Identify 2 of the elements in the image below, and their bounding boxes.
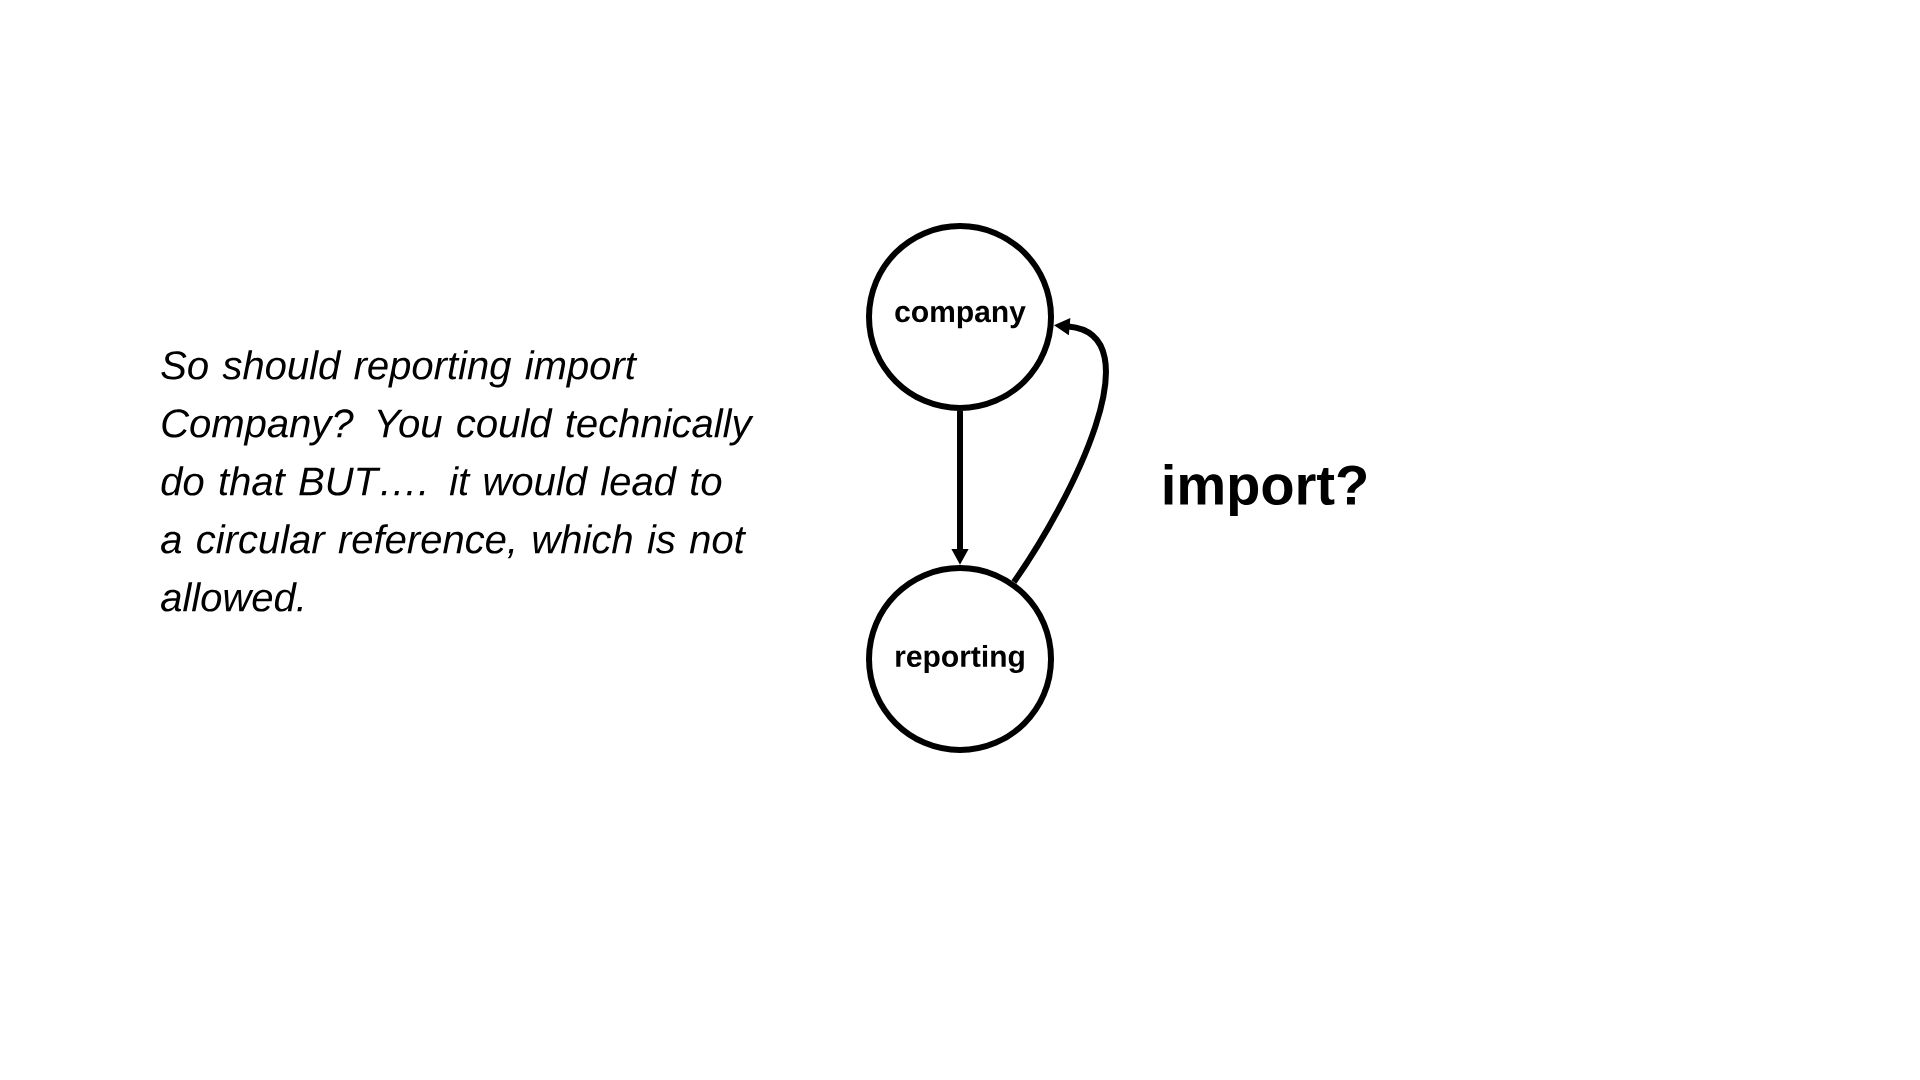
edge-label: import? xyxy=(1164,463,1366,517)
paragraph-text: So should reporting import Company? You could technically do that BUT…. it would lead to a circular reference, which is not allowed. xyxy=(161,350,754,612)
